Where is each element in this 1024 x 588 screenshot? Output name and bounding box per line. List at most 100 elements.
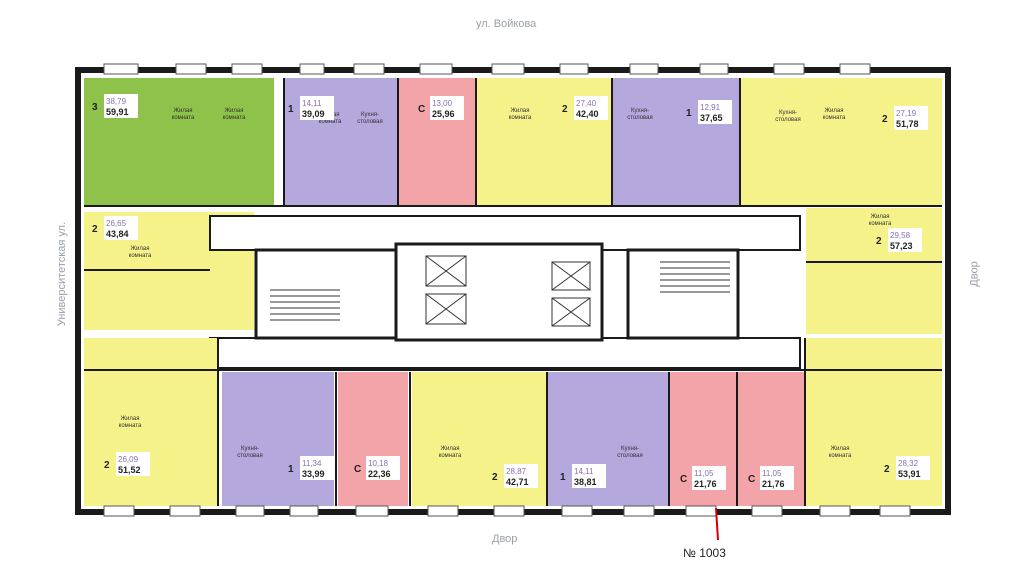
svg-text:комната: комната: [439, 453, 462, 459]
total-area: 21,76: [694, 479, 717, 489]
rooms-count: 1: [288, 464, 294, 475]
living-area: 14,11: [574, 467, 594, 476]
living-area: 10,18: [368, 459, 389, 468]
total-area: 22,36: [368, 469, 391, 479]
svg-text:Жилая: Жилая: [441, 446, 460, 452]
svg-text:столовая: столовая: [627, 115, 653, 121]
street-left-label: Университетская ул.: [56, 221, 69, 327]
rooms-count: 2: [492, 472, 498, 483]
total-area: 39,09: [302, 109, 325, 119]
living-area: 13,00: [432, 99, 453, 108]
svg-text:комната: комната: [129, 253, 152, 259]
callout-label: № 1003: [683, 546, 726, 560]
svg-text:комната: комната: [119, 423, 142, 429]
total-area: 42,40: [576, 109, 599, 119]
apartment-bottom-8[interactable]: [806, 338, 942, 506]
svg-text:столовая: столовая: [775, 117, 801, 123]
living-area: 26,09: [118, 455, 139, 464]
svg-text:Жилая: Жилая: [121, 416, 140, 422]
rooms-count: С: [748, 474, 755, 485]
svg-text:столовая: столовая: [357, 119, 383, 125]
svg-text:Кухня-: Кухня-: [361, 112, 379, 118]
svg-text:Жилая: Жилая: [174, 108, 193, 114]
apartment-bottom-5[interactable]: [548, 372, 668, 506]
rooms-count: 2: [876, 236, 882, 247]
svg-text:Жилая: Жилая: [511, 108, 530, 114]
total-area: 57,23: [890, 241, 913, 251]
svg-text:комната: комната: [869, 221, 892, 227]
svg-text:Жилая: Жилая: [131, 246, 150, 252]
rooms-count: С: [354, 464, 361, 475]
svg-text:Кухня-: Кухня-: [631, 108, 649, 114]
total-area: 53,91: [898, 469, 921, 479]
apartment-top-6[interactable]: [740, 78, 942, 206]
svg-text:комната: комната: [509, 115, 532, 121]
svg-text:Жилая: Жилая: [831, 446, 850, 452]
rooms-count: 1: [686, 108, 692, 119]
svg-text:Кухня-: Кухня-: [779, 110, 797, 116]
total-area: 21,76: [762, 479, 785, 489]
apartment-top-5[interactable]: [612, 78, 740, 206]
rooms-count: С: [680, 474, 687, 485]
living-area: 11,05: [762, 469, 782, 478]
living-area: 26,65: [106, 219, 127, 228]
apartment-bottom-3[interactable]: [338, 372, 408, 506]
svg-text:столовая: столовая: [237, 453, 263, 459]
living-area: 28,32: [898, 459, 919, 468]
living-area: 29,58: [890, 231, 911, 240]
street-top-label: ул. Войкова: [476, 18, 537, 30]
rooms-count: 2: [882, 114, 888, 125]
living-area: 11,05: [694, 469, 714, 478]
total-area: 43,84: [106, 229, 129, 239]
rooms-count: 2: [884, 464, 890, 475]
svg-text:комната: комната: [172, 115, 195, 121]
rooms-count: 1: [560, 472, 566, 483]
total-area: 42,71: [506, 477, 529, 487]
rooms-count: 2: [92, 224, 98, 235]
apartment-bottom-2[interactable]: [222, 372, 334, 506]
total-area: 33,99: [302, 469, 325, 479]
total-area: 25,96: [432, 109, 455, 119]
svg-text:Кухня-: Кухня-: [241, 446, 259, 452]
total-area: 51,78: [896, 119, 919, 129]
svg-text:Жилая: Жилая: [225, 108, 244, 114]
callout-arrow: [715, 507, 719, 541]
living-area: 12,91: [700, 103, 721, 112]
living-area: 27,19: [896, 109, 917, 118]
rooms-count: 2: [104, 460, 110, 471]
apartment-bottom-1[interactable]: [84, 338, 218, 506]
living-area: 27,40: [576, 99, 597, 108]
living-area: 14,11: [302, 99, 322, 108]
svg-text:комната: комната: [829, 453, 852, 459]
svg-text:Жилая: Жилая: [871, 214, 890, 220]
total-area: 37,65: [700, 113, 723, 123]
rooms-count: С: [418, 104, 425, 115]
total-area: 38,81: [574, 477, 597, 487]
svg-text:комната: комната: [823, 115, 846, 121]
svg-text:комната: комната: [223, 115, 246, 121]
living-area: 28,87: [506, 467, 527, 476]
svg-text:столовая: столовая: [617, 453, 643, 459]
rooms-count: 2: [562, 104, 568, 115]
svg-text:Кухня-: Кухня-: [621, 446, 639, 452]
rooms-count: 1: [288, 104, 294, 115]
rooms-count: 3: [92, 102, 98, 113]
svg-text:Жилая: Жилая: [825, 108, 844, 114]
